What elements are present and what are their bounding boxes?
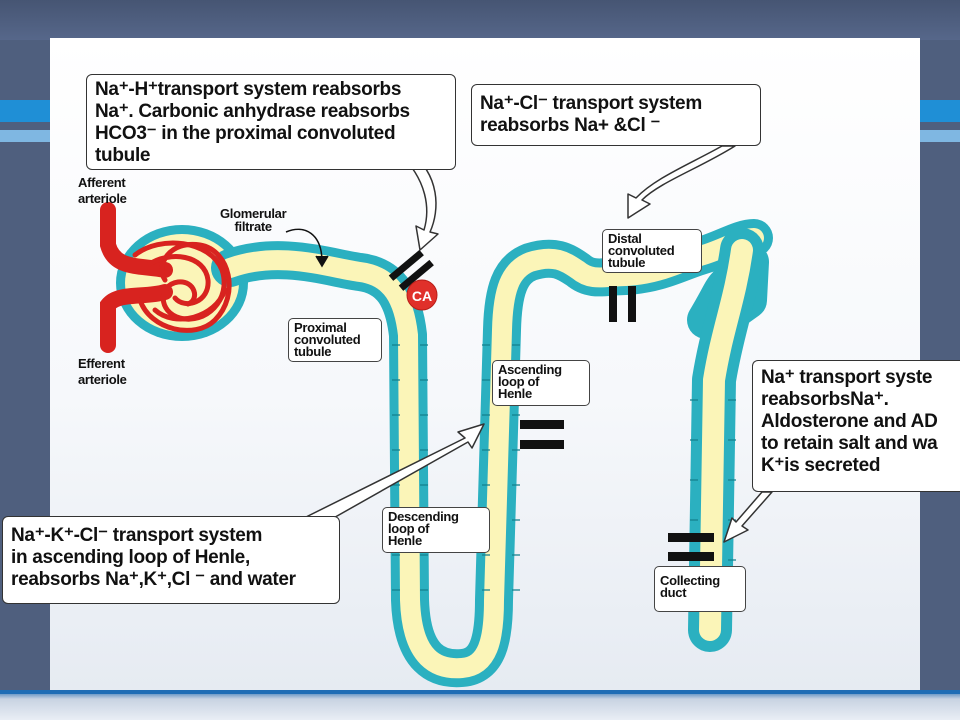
label-line: loop of: [388, 521, 430, 536]
collecting-duct-lumen: [699, 239, 753, 641]
callout-line: Aldosterone and AD: [761, 411, 938, 432]
callout-line: tubule: [95, 145, 151, 166]
distal-callout-tail: [627, 145, 736, 219]
label-line: filtrate: [234, 219, 273, 234]
tubule-cells: [392, 344, 736, 601]
blood-vessels: [100, 202, 232, 353]
label-line: tubule: [608, 255, 646, 270]
henle-transport-callout: Na⁺-K⁺-Cl⁻ transport system in ascending…: [2, 516, 340, 604]
distal-tubule-label: Distal convoluted tubule: [602, 229, 702, 273]
callout-line: in ascending loop of Henle,: [11, 547, 250, 568]
distal-transporter-2: [628, 286, 636, 322]
carbonic-anhydrase-marker: CA: [406, 279, 438, 311]
label-line: duct: [660, 585, 687, 600]
label-line: Proximal: [294, 320, 347, 335]
slide-top-band: [0, 0, 960, 40]
distal-transport-callout: Na⁺-Cl⁻ transport system reabsorbs Na+ &…: [471, 84, 761, 146]
collecting-transporter-1: [668, 533, 714, 542]
proximal-tubule-label: Proximal convoluted tubule: [288, 318, 382, 362]
descending-loop-label: Descending loop of Henle: [382, 507, 490, 553]
label-line: Henle: [388, 533, 422, 548]
callout-line: Na⁺ transport syste: [761, 367, 933, 388]
glomerulus-capillaries: [132, 240, 232, 333]
afferent-arteriole-label: Afferent arteriole: [78, 175, 127, 207]
ascending-loop-label: Ascending loop of Henle: [492, 360, 590, 406]
slide-bottom-line: [0, 690, 960, 694]
collecting-transporter-2: [668, 552, 714, 561]
label-line: Distal: [608, 231, 642, 246]
collecting-transport-callout: Na⁺ transport syste reabsorbsNa⁺. Aldost…: [752, 360, 960, 492]
collecting-callout-tail: [723, 491, 773, 543]
transporter-markers: [388, 249, 714, 561]
henle-transporter-2: [520, 440, 564, 449]
label-line: loop of: [498, 374, 540, 389]
label-line: arteriole: [78, 372, 127, 387]
label-line: tubule: [294, 344, 332, 359]
callout-line: Na⁺-K⁺-Cl⁻ transport system: [11, 525, 263, 546]
callout-line: K⁺is secreted: [761, 455, 881, 476]
callout-line: to retain salt and wa: [761, 433, 938, 454]
label-line: arteriole: [78, 191, 127, 206]
label-line: Efferent: [78, 356, 125, 371]
distal-transporter-1: [609, 286, 617, 322]
proximal-callout-tail: [397, 151, 439, 251]
label-line: convoluted: [294, 332, 361, 347]
henle-callout-tail: [299, 423, 485, 521]
callout-line: Na⁺-H⁺transport system reabsorbs: [95, 79, 402, 100]
label-line: Collecting: [660, 573, 720, 588]
callout-line: reabsorbs Na⁺,K⁺,Cl ⁻ and water: [11, 569, 296, 590]
label-line: convoluted: [608, 243, 675, 258]
callout-line: reabsorbs Na+ &Cl ⁻: [480, 115, 661, 136]
collecting-duct-label: Collecting duct: [654, 566, 746, 612]
slide-bottom-band: [0, 690, 960, 720]
label-line: Afferent: [78, 175, 126, 190]
label-line: Henle: [498, 386, 532, 401]
glomerular-filtrate-label: Glomerular filtrate: [220, 206, 287, 234]
proximal-transporter-1: [388, 249, 424, 281]
proximal-transport-callout: Na⁺-H⁺transport system reabsorbs Na⁺. Ca…: [86, 74, 456, 170]
callout-arrows: [299, 145, 773, 543]
callout-line: HCO3⁻ in the proximal convoluted: [95, 123, 396, 144]
label-line: Descending: [388, 509, 459, 524]
proximal-transporter-2: [398, 259, 434, 291]
glomerular-filtrate-arrow: [285, 228, 329, 268]
henle-transporter-1: [520, 420, 564, 429]
callout-line: reabsorbsNa⁺.: [761, 389, 889, 410]
label-line: Glomerular: [220, 206, 287, 221]
callout-line: Na⁺-Cl⁻ transport system: [480, 93, 702, 114]
efferent-arteriole-label: Efferent arteriole: [78, 356, 127, 388]
callout-line: Na⁺. Carbonic anhydrase reabsorbs: [95, 101, 410, 122]
label-line: Ascending: [498, 362, 562, 377]
efferent-arteriole: [100, 284, 173, 353]
ca-label: CA: [412, 288, 432, 304]
afferent-arteriole: [100, 202, 173, 278]
